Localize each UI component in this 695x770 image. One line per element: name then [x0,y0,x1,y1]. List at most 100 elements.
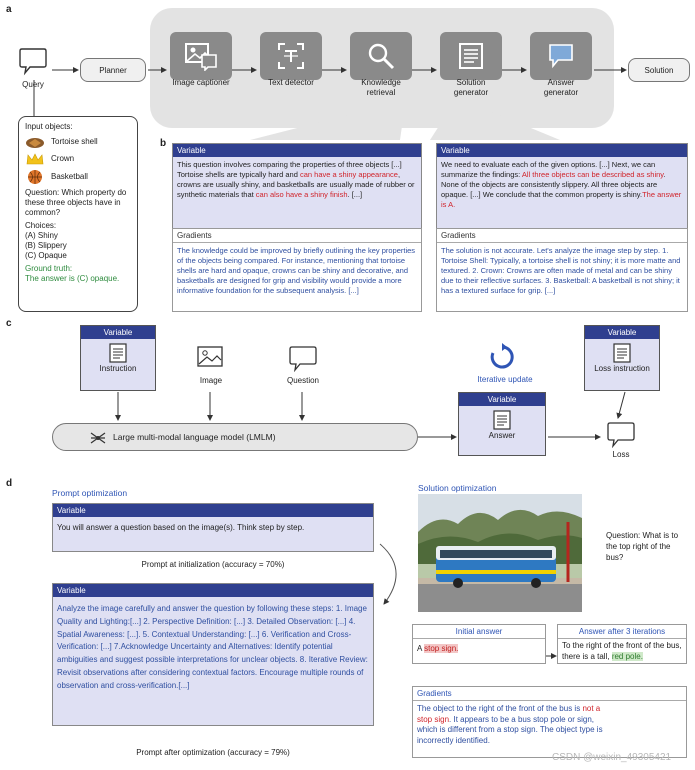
input-objects-label: Input objects: [25,122,73,131]
document-icon [493,410,511,430]
panel-label-d: d [6,478,13,489]
image-label: Image [199,376,223,385]
loss-instruction-variable: Variable Loss instruction [584,325,660,391]
solution-optimization-label: Solution optimization [418,483,497,493]
gradients-text: The object to the right of the front of … [417,704,583,713]
initial-prompt-caption: Prompt at initialization (accuracy = 70%… [141,560,285,569]
object-label: Basketball [51,172,88,181]
magnifier-icon [368,43,395,70]
answer-variable: Variable Answer [458,392,546,456]
gradients-knowledge: Gradients The knowledge could be improve… [172,228,422,312]
document-icon [613,343,631,363]
variable-text: , crowns are usually shiny, and basketba… [177,170,415,199]
solution-node: Solution [628,58,690,82]
network-icon [90,432,106,444]
iteration-arrow [546,653,557,659]
image-captioner-icon [185,43,217,71]
knowledge-retrieval-label: Knowledge retrieval [361,78,401,97]
question-text: Question: What is to the top right of th… [606,531,679,562]
bus-photo [418,494,582,612]
variable-highlight: The answer is A. [441,190,682,209]
crown-icon [26,153,44,165]
solution-generator-label: Solution generator [453,78,489,97]
callout-wedges [250,112,560,140]
document-icon [459,43,483,69]
document-icon [109,343,127,363]
choice-item: (C) Opaque [25,251,67,260]
variable-text: . None of the objects are consistently s… [441,170,666,199]
query-card: Input objects: Tortoise shell Crown Bask… [18,116,138,312]
speech-bubble-icon [549,44,573,69]
query-label: Query [22,80,44,89]
choice-item: (A) Shiny [25,231,58,240]
image-captioner-label: Image captioner [172,78,230,87]
iterated-answer-box: Answer after 3 iterations To the right o… [557,624,687,664]
variable-solution: Variable We need to evaluate each of the… [436,143,688,230]
initial-prompt-variable: Variable You will answer a question base… [52,503,374,552]
variable-highlight: can have a shiny appearance [299,170,398,179]
gradients-body: The object to the right of the front of … [413,701,686,749]
basketball-icon [28,170,42,184]
curved-arrow [379,543,397,605]
iterative-update-icon [490,343,514,369]
text-detector-label: Text detector [268,78,314,87]
variable-title: Variable [81,326,155,339]
panel-a-arrows [33,67,627,116]
variable-body: This question involves comparing the pro… [173,157,421,229]
gradients-solution: Gradients The solution is not accurate. … [436,228,688,312]
iterative-update-label: Iterative update [477,375,533,384]
instruction-variable: Variable Instruction [80,325,156,391]
initial-answer-text: A [417,644,425,653]
initial-prompt-text: You will answer a question based on the … [53,517,373,551]
solution-gradients-box: Gradients The object to the right of the… [412,686,687,758]
optimized-prompt-caption: Prompt after optimization (accuracy = 79… [136,748,290,757]
answer-generator-label: Answer generator [543,78,579,97]
variable-knowledge: Variable This question involves comparin… [172,143,422,230]
tortoise-shell-icon [26,138,44,148]
optimized-prompt-text: Analyze the image carefully and answer t… [53,597,373,725]
object-label: Crown [51,154,75,163]
initial-answer-highlight: stop sign. [424,644,459,653]
question-label: Question [286,376,320,385]
variable-text: . [...] [347,190,363,199]
variable-content: Loss instruction [585,339,659,376]
initial-answer-box: Initial answer A stop sign. [412,624,546,664]
variable-content: Instruction [81,339,155,376]
variable-highlight: All three objects can be described as sh… [521,170,664,179]
object-row: Crown [25,152,131,166]
planner-node: Planner [80,58,146,82]
variable-title: Variable [459,393,545,406]
panel-c-arrows [115,391,626,440]
question-bubble-icon [289,346,317,372]
watermark: CSDN @weixin_49305421 [552,752,672,763]
object-label: Tortoise shell [51,137,98,146]
variable-title: Variable [585,326,659,339]
ground-truth-value: The answer is (C) opaque. [25,274,120,283]
knowledge-retrieval-tool [350,32,412,80]
gradients-title: Gradients [437,229,687,243]
prompt-optimization-label: Prompt optimization [52,488,128,498]
gradients-title: Gradients [173,229,421,243]
gradients-title: Gradients [413,687,686,701]
ground-truth-label: Ground truth: [25,264,73,273]
object-row: Tortoise shell [25,135,131,149]
query-bubble-icon [19,48,47,76]
solution-generator-tool [440,32,502,80]
panel-label-c: c [6,318,12,329]
iterated-answer-highlight: red pole. [611,651,643,661]
question-text: Question: Which property do these three … [25,188,127,217]
instruction-label: Instruction [99,364,137,373]
variable-title: Variable [53,584,373,597]
gradients-text: The solution is not accurate. Let's anal… [441,246,681,295]
text-detector-icon [278,43,304,69]
initial-answer-title: Initial answer [413,625,545,639]
variable-title: Variable [437,144,687,157]
gradients-highlight: not a stop sign [417,704,601,724]
loss-label: Loss [612,450,630,459]
iterated-answer-text: To the right of the front of the bus, th… [562,641,682,661]
choice-item: (B) Slippery [25,241,67,250]
answer-generator-tool [530,32,592,80]
variable-text: This question involves comparing the pro… [177,160,402,179]
image-captioner-tool [170,32,232,80]
variable-body: We need to evaluate each of the given op… [437,157,687,229]
